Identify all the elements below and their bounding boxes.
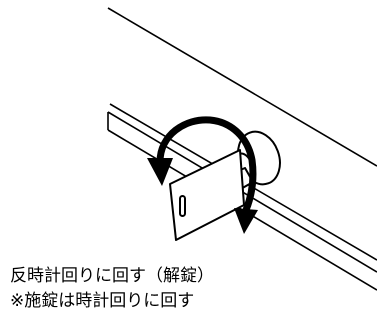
caption-lock-note: ※施錠は時計回りに回す xyxy=(10,291,195,311)
key-icon xyxy=(169,149,254,241)
counterclockwise-rotation-arrow-icon xyxy=(147,116,258,234)
caption-unlock-instruction: 反時計回りに回す（解錠） xyxy=(10,266,214,286)
